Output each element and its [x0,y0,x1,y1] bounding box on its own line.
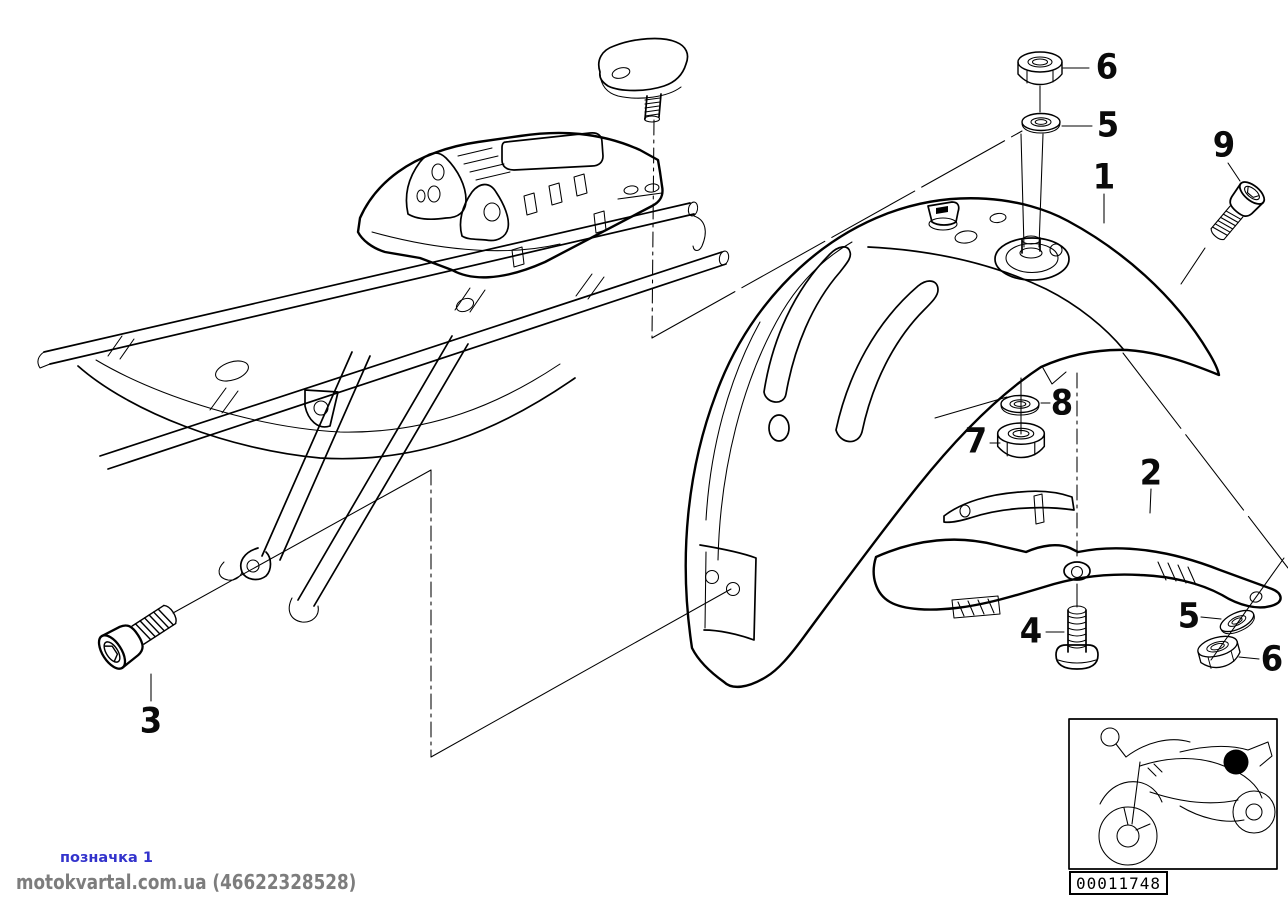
callout-6-bottom: 6 [1260,639,1284,680]
fastener-bolt-3 [92,595,185,675]
callout-7: 7 [964,421,988,462]
callout-2: 2 [1139,453,1163,494]
fastener-screw-4 [1055,605,1099,670]
callout-5-top: 5 [1096,105,1120,146]
fastener-nut-7 [996,422,1046,459]
location-marker-dot [1223,749,1249,775]
part-number-text: 00011748 [1075,873,1162,893]
callout-8: 8 [1050,383,1074,424]
fastener-washer-8 [1000,394,1040,416]
luggage-rack-drawing [356,131,664,279]
callout-3: 3 [139,701,163,742]
callout-9: 9 [1212,125,1236,166]
motorcycle-icon [1098,727,1276,866]
watermark-caption-link[interactable]: позначка 1 [60,850,153,866]
fastener-nut-6-bottom [1194,631,1244,673]
thumbscrew-drawing [597,37,689,123]
callout-4: 4 [1019,611,1043,652]
location-thumbnail [1068,718,1278,870]
fastener-nut-6-top [1017,51,1063,86]
part-number-box: 00011748 [1069,871,1168,895]
callout-6-top: 6 [1095,47,1119,88]
fastener-bolt-9 [1203,177,1269,247]
callout-5-bottom: 5 [1177,596,1201,637]
support-bracket-drawing [872,490,1282,619]
rear-fender-drawing [684,197,1221,689]
watermark-site-text: motokvartal.com.ua (46622328528) [16,870,357,894]
subframe-drawing [37,201,730,623]
callout-1: 1 [1092,157,1116,198]
fastener-washer-5-top [1021,112,1061,134]
callout-leader-lines [150,67,1260,702]
